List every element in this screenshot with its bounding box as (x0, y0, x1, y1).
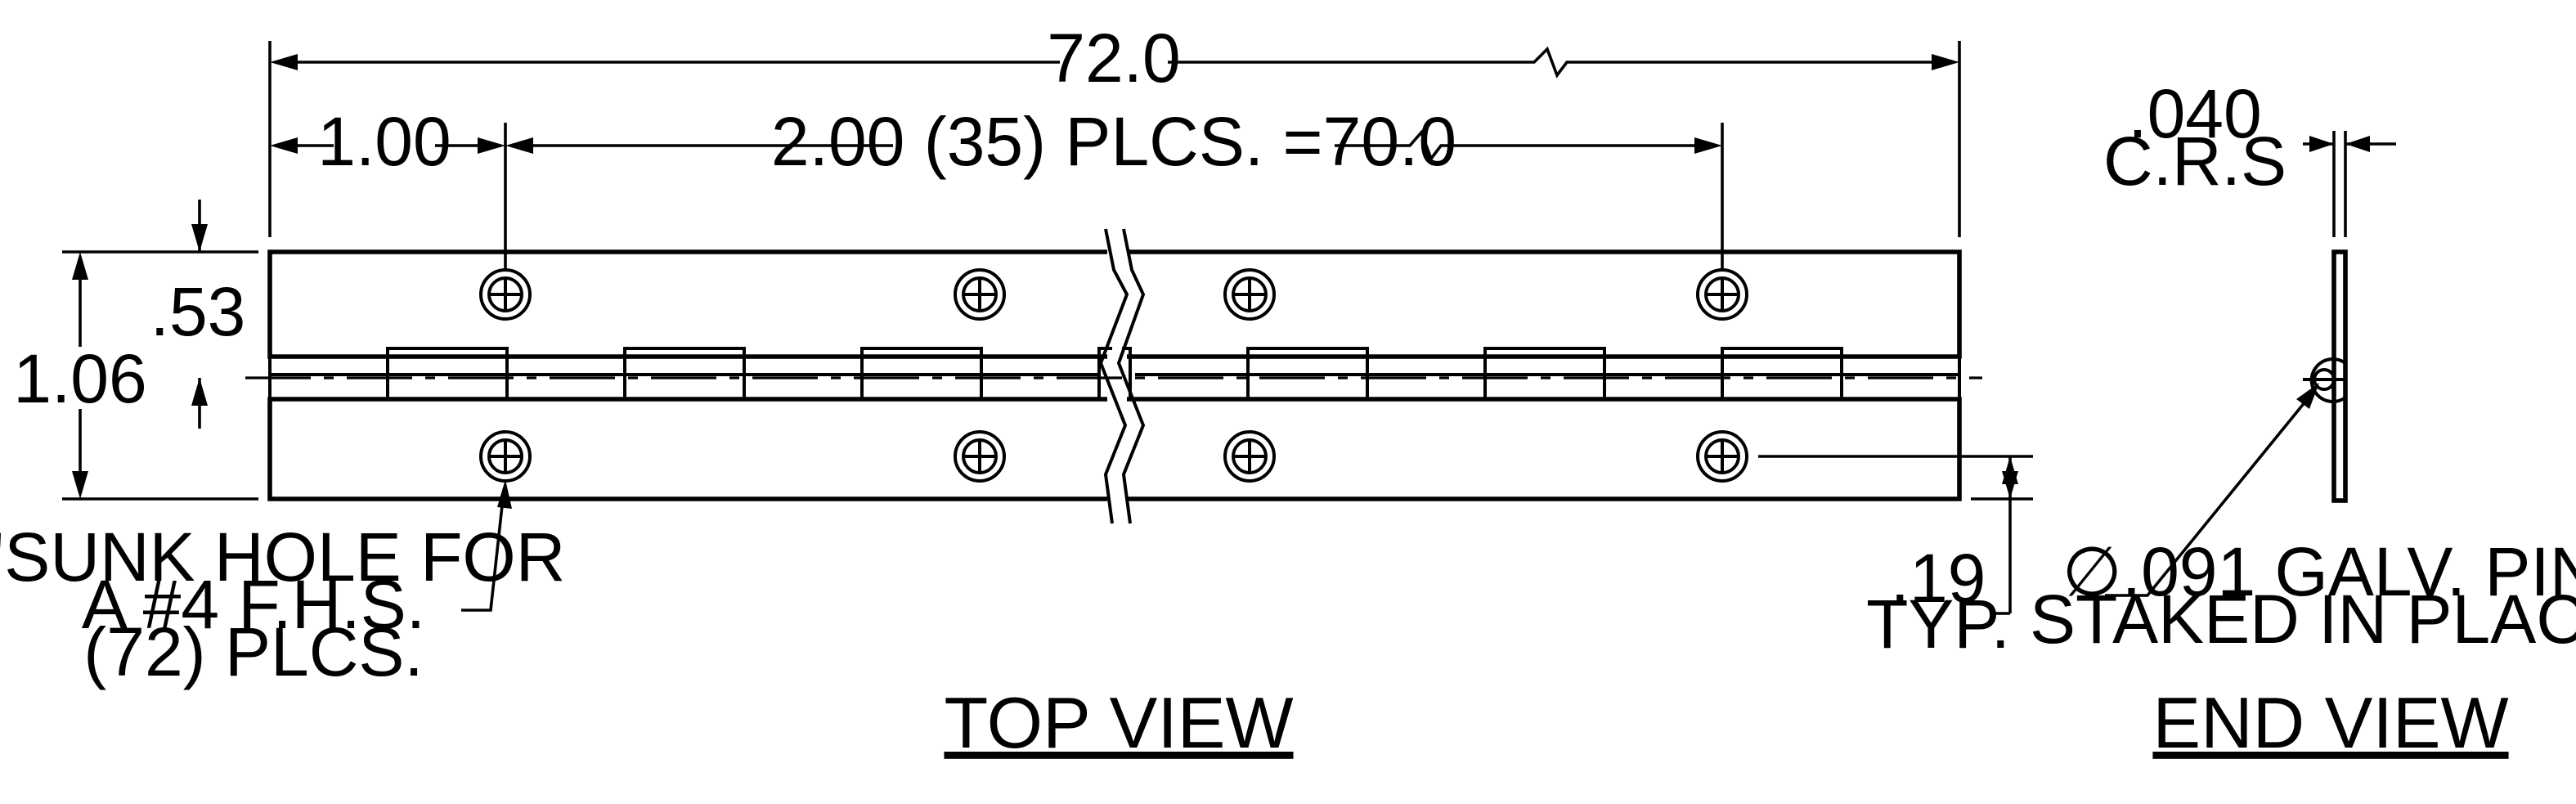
top-view-title: TOP VIEW (944, 682, 1293, 763)
hole-upper-4 (1696, 268, 1748, 321)
hole-edge-label: .19 (1891, 540, 1986, 617)
hole-note-line2: A #4 F.H.S. (82, 566, 425, 643)
hole-note-line1: C'SUNK HOLE FOR (0, 519, 565, 595)
hinge-top-view (245, 228, 1982, 524)
hole-note-line3: (72) PLCS. (83, 613, 424, 690)
total-width-label: 1.06 (13, 340, 147, 417)
hinge-end-view: .040 C.R.S ∅.091 GALV. PIN STAKED IN PLA… (2030, 75, 2576, 658)
hole-upper-1 (479, 268, 532, 321)
total-width-dimension: 1.06 (13, 250, 258, 501)
overall-length-label: 72.0 (1047, 20, 1181, 97)
break-line-2 (1116, 228, 1146, 524)
hole-lower-2 (954, 430, 1006, 483)
hole-lower-4 (1696, 430, 1748, 483)
countersunk-holes (479, 268, 1748, 483)
half-width-label: .53 (150, 273, 246, 350)
hole-upper-3 (1223, 268, 1276, 321)
first-spacing-label: 1.00 (317, 103, 451, 180)
knuckle-edge-left (268, 347, 1112, 401)
hole-spacing-dimension: 1.00 2.00 (35) PLCS. =70.0 (270, 103, 1724, 270)
knuckle-edge-right (1122, 347, 1961, 401)
hole-lower-3 (1223, 430, 1276, 483)
break-line-1 (1098, 228, 1129, 524)
thickness-label: .040 (2128, 75, 2262, 152)
hole-spacing-label: 2.00 (35) PLCS. =70.0 (771, 103, 1456, 180)
lower-leaf-outline-right (1127, 397, 1962, 501)
hole-lower-1 (479, 430, 532, 483)
pin-note-line1: ∅.091 GALV. PIN (2062, 533, 2576, 610)
material-label: C.R.S (2103, 123, 2287, 200)
end-view-leaf (2331, 249, 2348, 503)
pin-note-line2: STAKED IN PLACE (2030, 581, 2576, 658)
upper-leaf-outline (267, 249, 1107, 359)
lower-leaf-outline (267, 397, 1107, 501)
hole-edge-dimension: .19 TYP. (1758, 455, 2033, 663)
end-view-title: END VIEW (2152, 682, 2508, 763)
hole-note: C'SUNK HOLE FOR A #4 F.H.S. (72) PLCS. (0, 479, 565, 690)
half-width-dimension: .53 (150, 200, 246, 429)
hole-edge-note: TYP. (1866, 586, 2010, 663)
upper-leaf-outline-right (1127, 249, 1962, 359)
overall-length-dimension: 72.0 (268, 20, 1961, 237)
hole-upper-2 (954, 268, 1006, 321)
